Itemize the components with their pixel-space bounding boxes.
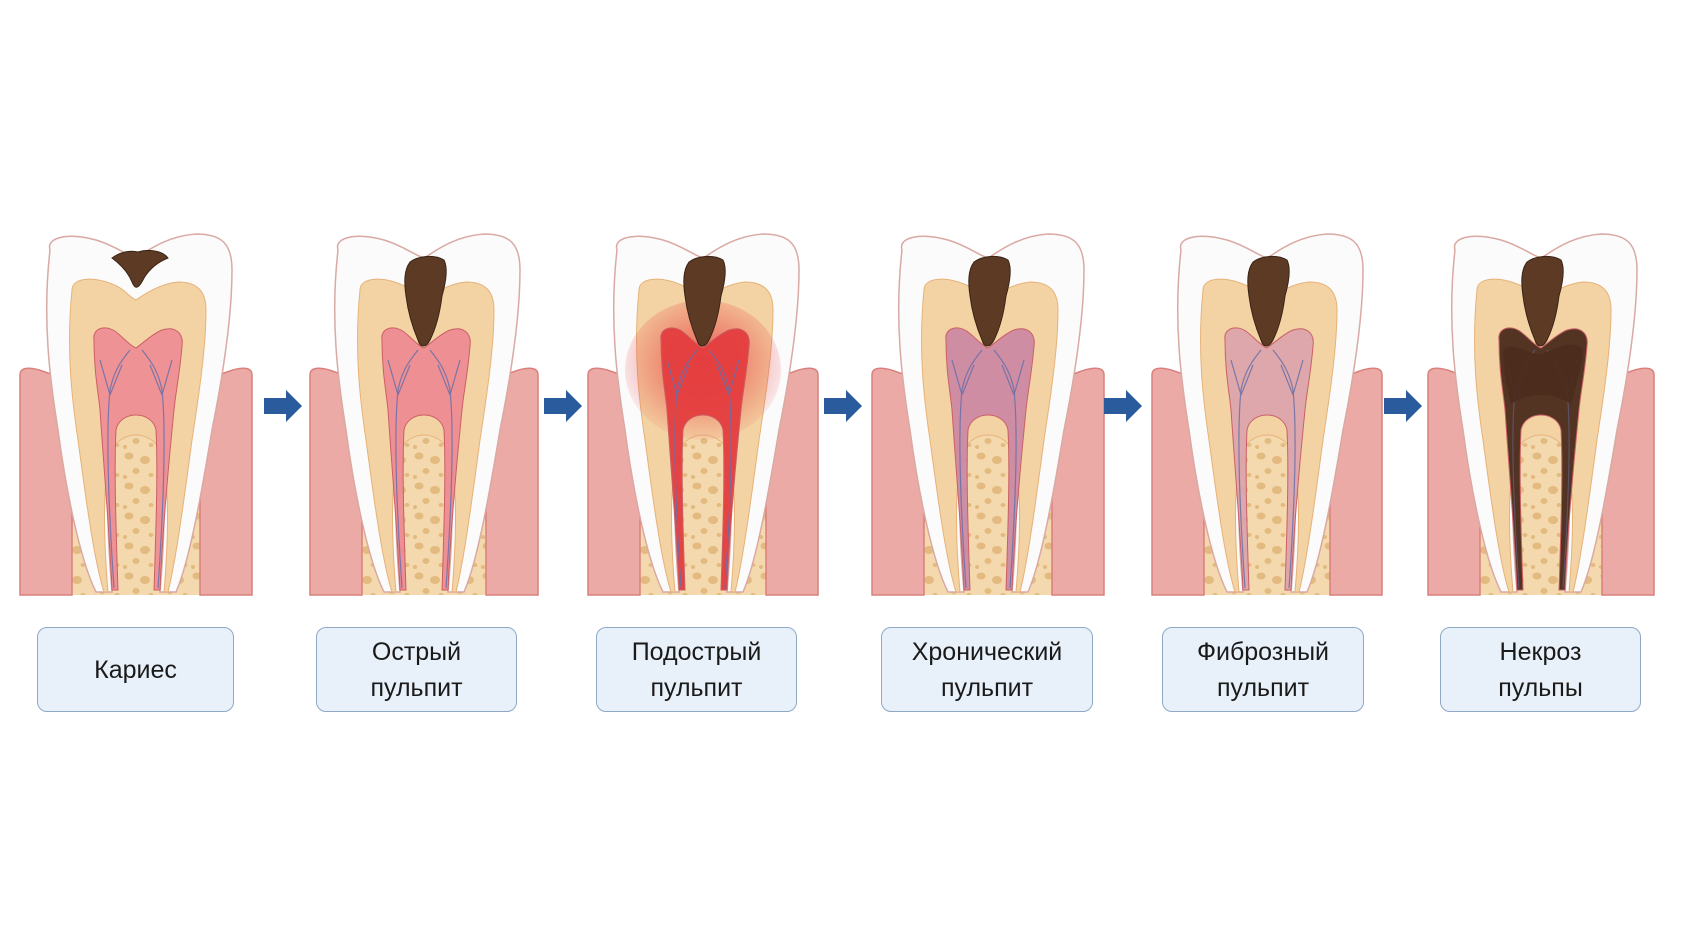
decay-cavity: [683, 255, 726, 347]
tooth-pulp-necrosis: [1427, 233, 1655, 596]
tooth-subacute-pulpitis: [587, 233, 819, 596]
blood-vessels: [387, 349, 461, 589]
decay-cavity: [1247, 255, 1290, 347]
tooth-caries: [19, 233, 253, 596]
pulp: [381, 327, 471, 591]
decay-cavity: [968, 255, 1011, 347]
right-arrow-icon: [1384, 390, 1422, 422]
blood-vessels: [1230, 349, 1304, 589]
label-subacute-pulpitis: Подострый пульпит: [596, 627, 797, 712]
label-pulp-necrosis: Некроз пульпы: [1440, 627, 1641, 712]
decay-cavity: [1521, 255, 1564, 347]
tooth-chronic-pulpitis: [871, 233, 1105, 596]
label-acute-pulpitis: Острый пульпит: [316, 627, 517, 712]
right-arrow-icon: [824, 390, 862, 422]
decay-cavity: [404, 255, 447, 347]
pulp: [660, 327, 750, 591]
right-arrow-icon: [544, 390, 582, 422]
right-arrow-icon: [264, 390, 302, 422]
blood-vessels: [99, 349, 173, 589]
necrotic-tissue: [1503, 344, 1583, 404]
tooth-acute-pulpitis: [309, 233, 539, 596]
right-arrow-icon: [1104, 390, 1142, 422]
label-caries: Кариес: [37, 627, 234, 712]
pulp: [93, 327, 183, 591]
pulp: [945, 327, 1035, 591]
blood-vessels: [666, 349, 740, 589]
pulp: [1224, 327, 1314, 591]
decay-cavity: [111, 249, 169, 288]
label-fibrous-pulpitis: Фиброзный пульпит: [1162, 627, 1364, 712]
blood-vessels: [951, 349, 1025, 589]
label-chronic-pulpitis: Хронический пульпит: [881, 627, 1093, 712]
tooth-fibrous-pulpitis: [1151, 233, 1383, 596]
